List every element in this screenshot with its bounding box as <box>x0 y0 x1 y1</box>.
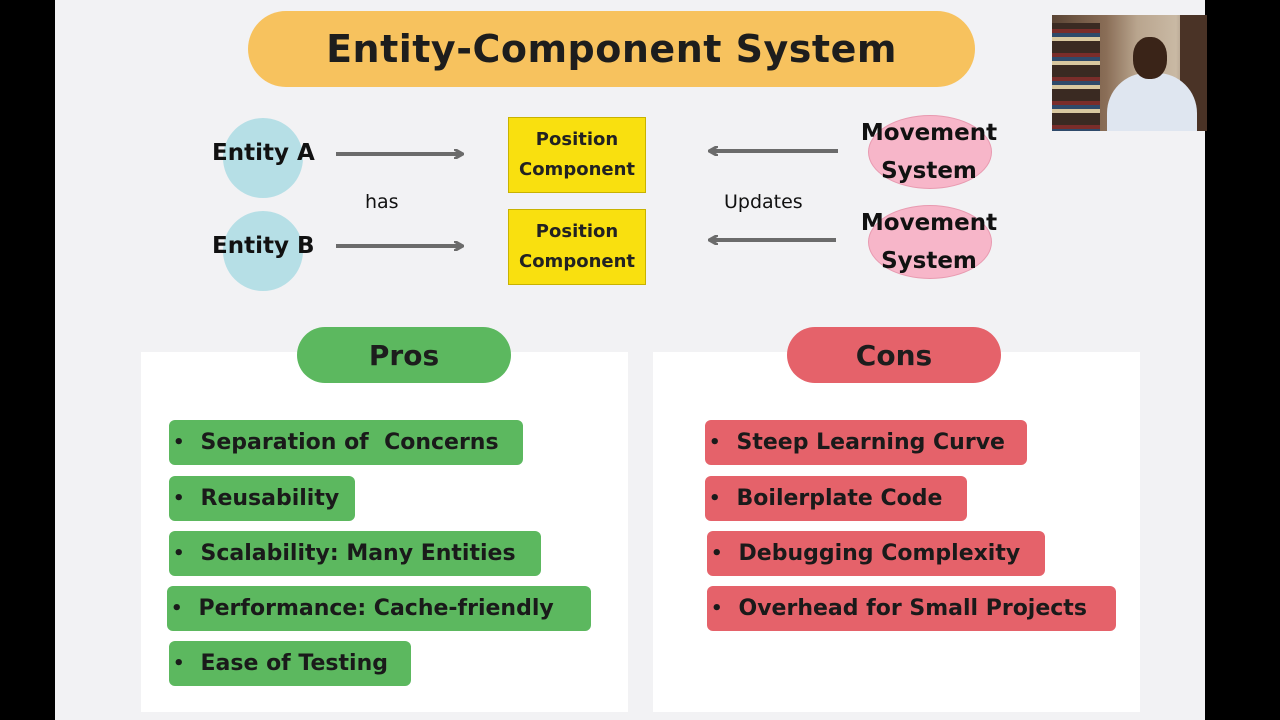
bullet-icon: • <box>173 488 185 509</box>
presenter-webcam <box>1052 15 1207 131</box>
cons-item: • Overhead for Small Projects <box>707 586 1116 631</box>
presenter-head-graphic <box>1133 37 1167 79</box>
entity-a-label: Entity A <box>212 140 315 166</box>
slide-title: Entity-Component System <box>326 27 897 71</box>
cons-item-label: Steep Learning Curve <box>736 430 1005 455</box>
bullet-icon: • <box>171 598 183 619</box>
pros-item-label: Scalability: Many Entities <box>200 541 516 566</box>
cons-item: • Boilerplate Code <box>705 476 967 521</box>
bullet-icon: • <box>709 432 721 453</box>
component-line2: Component <box>518 251 636 272</box>
cons-item: • Debugging Complexity <box>707 531 1045 576</box>
pros-item-label: Performance: Cache-friendly <box>198 596 554 621</box>
bullet-icon: • <box>709 488 721 509</box>
component-line1: Position <box>535 129 619 150</box>
pros-item: • Performance: Cache-friendly <box>167 586 591 631</box>
bullet-icon: • <box>173 543 185 564</box>
pros-item-label: Ease of Testing <box>200 651 388 676</box>
system-line1: Movement <box>860 120 998 146</box>
cons-item-label: Boilerplate Code <box>736 486 943 511</box>
system-line2: System <box>881 248 977 274</box>
entity-b-label: Entity B <box>212 233 315 259</box>
movement-system-b-label: Movement System <box>859 204 999 280</box>
system-line2: System <box>881 158 977 184</box>
cons-item-label: Debugging Complexity <box>738 541 1021 566</box>
bullet-icon: • <box>711 598 723 619</box>
pros-item: • Scalability: Many Entities <box>169 531 541 576</box>
pros-item: • Reusability <box>169 476 355 521</box>
movement-system-a-label: Movement System <box>859 114 999 190</box>
movement-system-b-ellipse <box>868 205 992 279</box>
pros-item-label: Separation of Concerns <box>200 430 499 455</box>
component-line1: Position <box>535 221 619 242</box>
component-line2: Component <box>518 159 636 180</box>
movement-system-a-ellipse <box>868 115 992 189</box>
cons-item-label: Overhead for Small Projects <box>738 596 1087 621</box>
cons-header: Cons <box>787 327 1001 383</box>
bookshelf-graphic <box>1052 23 1100 131</box>
pros-item: • Ease of Testing <box>169 641 411 686</box>
position-component-b: Position Component <box>508 209 646 285</box>
title-banner: Entity-Component System <box>248 11 975 87</box>
presenter-body-graphic <box>1107 73 1197 131</box>
pros-item: • Separation of Concerns <box>169 420 523 465</box>
entity-a-circle <box>223 118 303 198</box>
entity-b-circle <box>223 211 303 291</box>
system-line1: Movement <box>860 210 998 236</box>
cons-item: • Steep Learning Curve <box>705 420 1027 465</box>
pros-item-label: Reusability <box>200 486 340 511</box>
has-label: has <box>365 191 399 213</box>
bullet-icon: • <box>173 653 185 674</box>
position-component-a: Position Component <box>508 117 646 193</box>
bullet-icon: • <box>711 543 723 564</box>
pros-header: Pros <box>297 327 511 383</box>
bullet-icon: • <box>173 432 185 453</box>
updates-label: Updates <box>724 191 803 213</box>
